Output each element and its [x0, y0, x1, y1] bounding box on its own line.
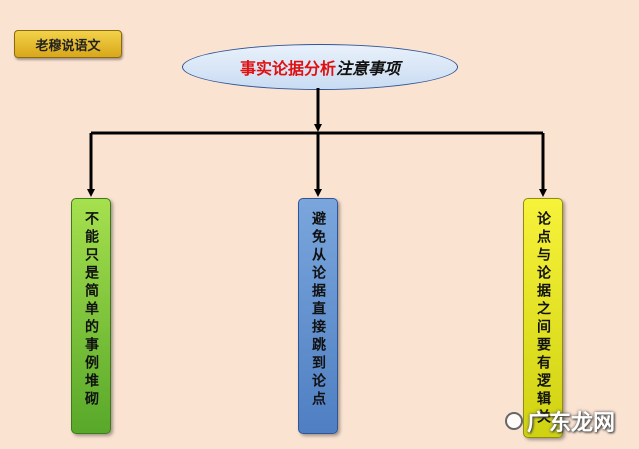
point-box-center: 避免从论据直接跳到论点	[298, 198, 338, 434]
point-text-left: 不能只是简单的事例堆砌	[83, 211, 99, 409]
title-part-dark: 注意事项	[336, 59, 401, 78]
watermark: 广东龙网	[505, 405, 615, 437]
point-box-left: 不能只是简单的事例堆砌	[71, 198, 111, 434]
title-part-red: 事实论据分析	[239, 59, 336, 78]
watermark-text: 广东龙网	[527, 411, 616, 436]
author-badge: 老穆说语文	[14, 30, 122, 58]
point-text-center: 避免从论据直接跳到论点	[310, 211, 326, 409]
point-box-right: 论点与论据之间要有逻辑关	[523, 198, 563, 438]
title-ellipse: 事实论据分析 注意事项	[182, 44, 458, 90]
point-text-right: 论点与论据之间要有逻辑关	[535, 211, 551, 427]
watermark-logo-icon	[505, 412, 523, 430]
author-badge-label: 老穆说语文	[35, 38, 101, 54]
